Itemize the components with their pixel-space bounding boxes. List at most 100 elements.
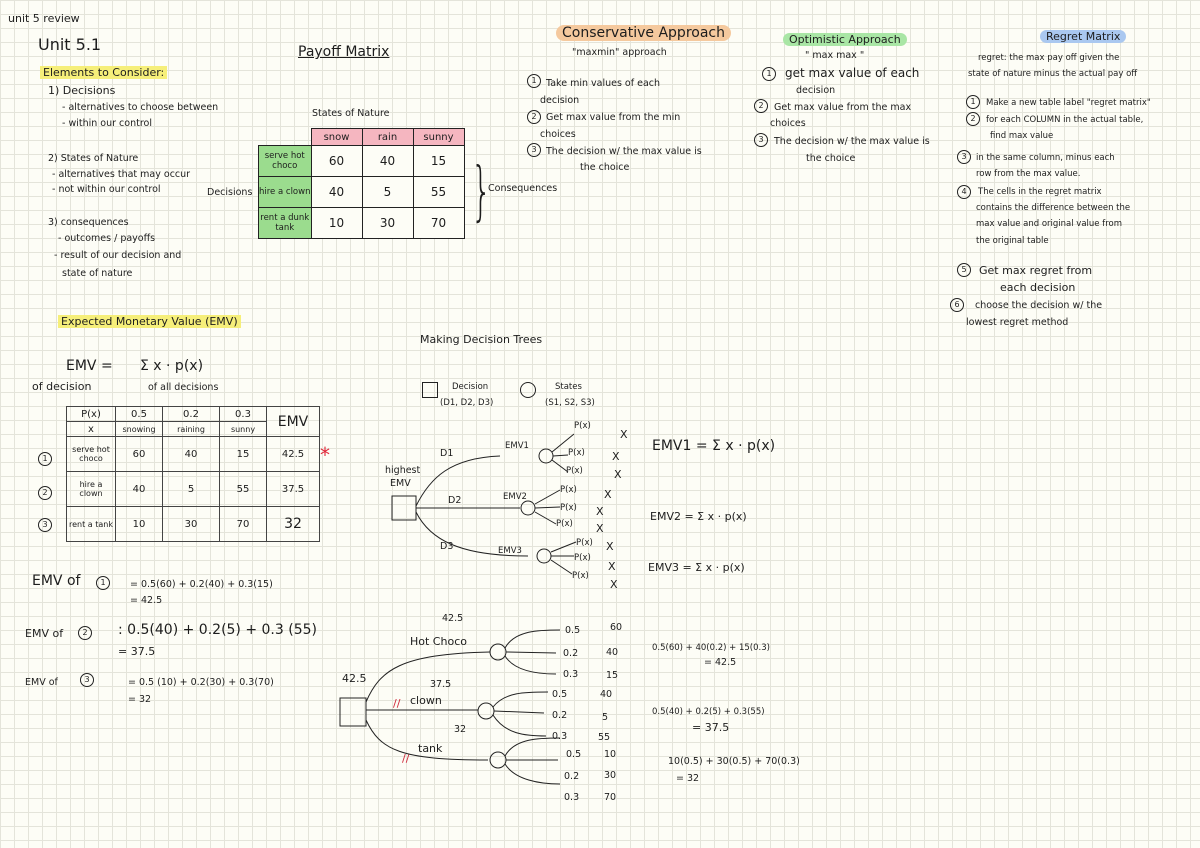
tree-calc-2: 0.5(40) + 0.2(5) + 0.3(55) <box>652 707 765 717</box>
conservative-step-3b: the choice <box>580 162 630 173</box>
decision-node <box>339 697 367 727</box>
conservative-step-1b: decision <box>540 95 580 106</box>
payoff-cell: 30 <box>361 207 414 239</box>
step-num-5: 5 <box>957 263 971 277</box>
x-label: X <box>596 505 604 518</box>
tree-calc-1: 0.5(60) + 40(0.2) + 15(0.3) <box>652 643 770 653</box>
row-num-2: 2 <box>38 486 52 500</box>
px-label: P(x) <box>574 553 591 563</box>
optimistic-subtitle: " max max " <box>805 50 865 61</box>
payoff-cell: 60 <box>310 145 363 177</box>
regret-step-1: Make a new table label "regret matrix" <box>986 98 1151 108</box>
conservative-subtitle: "maxmin" approach <box>572 47 667 58</box>
states-heading: 2) States of Nature <box>48 153 139 164</box>
calc1-label: EMV of <box>32 573 81 589</box>
regret-step-2: for each COLUMN in the actual table, <box>986 115 1144 125</box>
conservative-title-text: Conservative Approach <box>556 25 731 41</box>
step-num-3: 3 <box>754 133 768 147</box>
d3-label: D3 <box>440 541 454 552</box>
tree-branch <box>550 541 577 575</box>
step-num-1: 1 <box>527 74 541 88</box>
payoff-value: 10 <box>604 749 617 760</box>
px-label: P(x) <box>566 466 583 476</box>
calc3-line1: = 0.5 (10) + 0.2(30) + 0.3(70) <box>128 677 274 688</box>
emv-cell: 55 <box>219 471 267 507</box>
state-node <box>477 702 495 720</box>
payoff-value: 30 <box>604 770 617 781</box>
regret-step-6b: lowest regret method <box>966 317 1069 328</box>
consequences-point-3: state of nature <box>62 268 133 279</box>
px-label: P(x) <box>572 571 589 581</box>
emv-cell-result: 32 <box>266 506 320 542</box>
regret-title-text: Regret Matrix <box>1040 30 1127 43</box>
state-node <box>520 500 536 516</box>
tree-branch <box>365 719 489 761</box>
conservative-title: Conservative Approach <box>556 25 731 41</box>
px-label: P(x) <box>576 538 593 548</box>
tree-calc-3-result: = 32 <box>676 773 700 784</box>
calc2-line2: = 37.5 <box>118 645 156 658</box>
emv-of-decision: of decision <box>32 380 92 393</box>
payoff-matrix: snow rain sunny serve hot choco 60 40 15… <box>258 128 465 239</box>
regret-step-4c: max value and original value from <box>976 219 1123 229</box>
regret-title: Regret Matrix <box>1040 30 1127 43</box>
prob-value: 0.5 <box>566 749 582 760</box>
calc1-line1: = 0.5(60) + 0.2(40) + 0.3(15) <box>130 579 273 590</box>
hot-choco-value: 42.5 <box>442 613 464 624</box>
step-num-6: 6 <box>950 298 964 312</box>
states-legend-label: States <box>555 382 582 392</box>
emv1-formula: EMV1 = Σ x · p(x) <box>652 438 776 454</box>
prob-value: 0.3 <box>564 792 580 803</box>
step-num-3: 3 <box>957 150 971 164</box>
states-point-1: - alternatives that may occur <box>52 169 191 180</box>
payoff-value: 5 <box>602 712 609 723</box>
payoff-value: 40 <box>606 647 619 658</box>
tree-branch <box>534 489 561 525</box>
highest-label: highest <box>385 465 421 476</box>
consequences-point-2: - result of our decision and <box>54 250 182 261</box>
tank-value: 32 <box>454 724 467 735</box>
regret-step-3: in the same column, minus each <box>976 153 1115 163</box>
decisions-label: Decisions <box>207 187 253 198</box>
row-num-3: 3 <box>38 518 52 532</box>
px-label: P(x) <box>560 485 577 495</box>
elements-title-text: Elements to Consider: <box>40 66 168 79</box>
payoff-cell: 40 <box>310 176 363 208</box>
calc2-num: 2 <box>78 626 92 640</box>
step-num-4: 4 <box>957 185 971 199</box>
emv-cell: 10 <box>115 506 163 542</box>
step-num-3: 3 <box>527 143 541 157</box>
tree-branch <box>365 651 491 703</box>
calc2-line1: : 0.5(40) + 0.2(5) + 0.3 (55) <box>118 622 317 638</box>
step-num-2: 2 <box>966 112 980 126</box>
tree-branch <box>551 433 575 473</box>
decision-legend-sub: (D1, D2, D3) <box>440 398 494 408</box>
emv-cell: 30 <box>162 506 220 542</box>
payoff-row-label: hire a clown <box>258 176 312 208</box>
calc3-line2: = 32 <box>128 694 152 705</box>
state-node <box>489 751 507 769</box>
states-point-2: - not within our control <box>52 184 161 195</box>
optimistic-step-2b: choices <box>770 118 806 129</box>
optimistic-step-3b: the choice <box>806 153 856 164</box>
decisions-point-1: - alternatives to choose between <box>62 102 219 113</box>
conservative-step-3: The decision w/ the max value is <box>546 146 702 157</box>
clown-value: 37.5 <box>430 679 452 690</box>
tree-calc-2-result: = 37.5 <box>692 721 730 734</box>
step-num-1: 1 <box>762 67 776 81</box>
emv-title-text: Expected Monetary Value (EMV) <box>58 315 241 328</box>
state-node <box>536 548 552 564</box>
clown-label: clown <box>410 694 442 707</box>
emv-header-emv: EMV <box>266 406 320 437</box>
emv-cell: 40 <box>115 471 163 507</box>
emv3-label: EMV3 <box>498 546 522 556</box>
payoff-row-label: rent a dunk tank <box>258 207 312 239</box>
calc2-label: EMV of <box>25 627 64 640</box>
tree-branch <box>492 691 549 737</box>
emv-formula-left: EMV = <box>66 358 113 374</box>
payoff-title: Payoff Matrix <box>298 44 390 60</box>
best-star: * <box>320 443 330 467</box>
regret-step-3b: row from the max value. <box>976 169 1081 179</box>
conservative-step-2b: choices <box>540 129 576 140</box>
emv-formula-right: Σ x · p(x) <box>140 358 204 374</box>
